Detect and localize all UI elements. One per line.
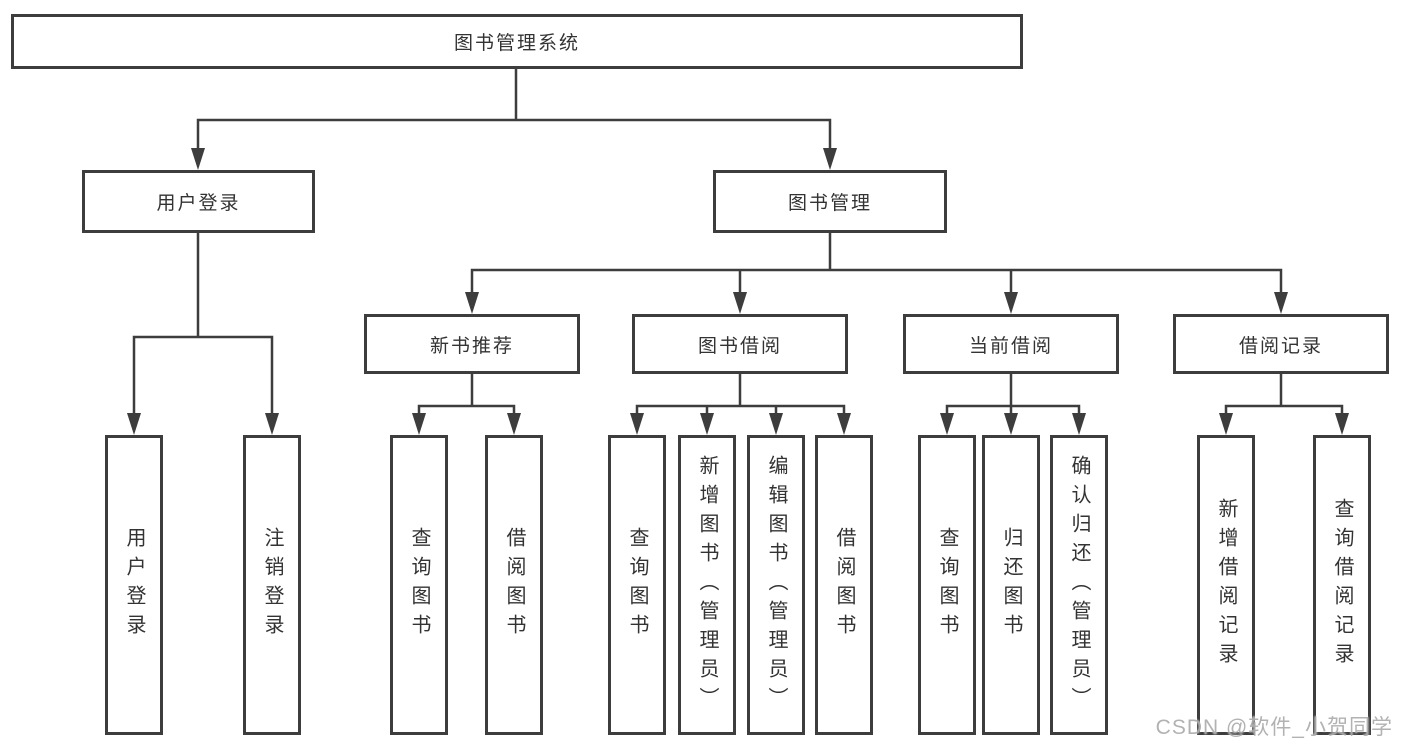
- leaf-borrowing-edit-books-admin: 编辑图书（管理员）: [747, 435, 805, 735]
- arrowheads: [127, 148, 1349, 435]
- leaf-label: 查询图书: [936, 527, 958, 643]
- leaf-borrowing-query-books: 查询图书: [608, 435, 666, 735]
- csdn-watermark: CSDN @软件_小贺同学: [1155, 716, 1393, 739]
- node-label: 新书推荐: [429, 335, 514, 357]
- leaf-label: 用户登录: [123, 527, 145, 643]
- node-book-management: 图书管理: [713, 170, 947, 233]
- leaf-label: 编辑图书（管理员）: [765, 454, 787, 716]
- leaf-current-return-books: 归还图书: [982, 435, 1040, 735]
- leaf-label: 查询图书: [626, 527, 648, 643]
- leaf-label: 借阅图书: [833, 527, 855, 643]
- leaf-label: 借阅图书: [503, 527, 525, 643]
- node-label: 用户登录: [156, 193, 241, 214]
- node-label: 当前借阅: [968, 335, 1053, 357]
- leaf-user-login: 用户登录: [105, 435, 163, 735]
- node-label: 借阅记录: [1238, 335, 1323, 357]
- leaf-recommend-query-books: 查询图书: [390, 435, 448, 735]
- leaf-current-confirm-return-admin: 确认归还（管理员）: [1050, 435, 1108, 735]
- leaf-label: 新增图书（管理员）: [696, 454, 718, 716]
- leaf-records-query-record: 查询借阅记录: [1313, 435, 1371, 735]
- leaf-label: 确认归还（管理员）: [1068, 454, 1090, 716]
- leaf-borrowing-add-books-admin: 新增图书（管理员）: [678, 435, 736, 735]
- node-root-library-system: 图书管理系统: [11, 14, 1023, 69]
- node-book-borrowing: 图书借阅: [632, 314, 848, 374]
- node-label: 图书管理: [787, 193, 872, 214]
- node-label: 图书借阅: [697, 335, 782, 357]
- leaf-label: 查询借阅记录: [1331, 498, 1353, 672]
- leaf-current-query-books: 查询图书: [918, 435, 976, 735]
- leaf-records-add-record: 新增借阅记录: [1197, 435, 1255, 735]
- leaf-recommend-borrow-books: 借阅图书: [485, 435, 543, 735]
- node-user-login: 用户登录: [82, 170, 315, 233]
- leaf-label: 查询图书: [408, 527, 430, 643]
- node-borrow-records: 借阅记录: [1173, 314, 1389, 374]
- leaf-label: 归还图书: [1000, 527, 1022, 643]
- node-label: 图书管理系统: [453, 33, 580, 54]
- node-current-borrowing: 当前借阅: [903, 314, 1119, 374]
- leaf-logout: 注销登录: [243, 435, 301, 735]
- node-new-book-recommend: 新书推荐: [364, 314, 580, 374]
- leaf-label: 新增借阅记录: [1215, 498, 1237, 672]
- leaf-borrowing-borrow-books: 借阅图书: [815, 435, 873, 735]
- leaf-label: 注销登录: [261, 527, 283, 643]
